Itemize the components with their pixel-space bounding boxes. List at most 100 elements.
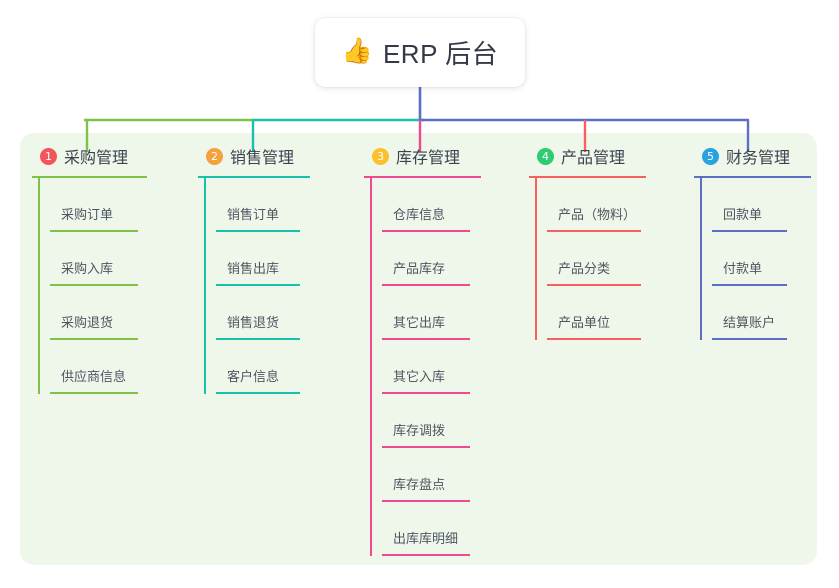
list-item-label: 出库库明细 (393, 531, 459, 546)
column-badge-2: 2 (206, 147, 223, 165)
list-item-label: 采购入库 (61, 261, 114, 276)
list-item-label: 其它入库 (393, 369, 446, 384)
list-item[interactable]: 产品单位 (547, 286, 646, 340)
list-item-rule (50, 284, 138, 286)
list-item[interactable]: 供应商信息 (50, 340, 147, 394)
list-item-rule (547, 230, 641, 232)
column-badge-4: 4 (537, 147, 554, 165)
list-item-label: 采购退货 (61, 315, 114, 330)
column-spine-5 (700, 178, 702, 340)
list-item-rule (712, 284, 787, 286)
list-item-rule (547, 284, 641, 286)
list-item-label: 其它出库 (393, 315, 446, 330)
list-item[interactable]: 仓库信息 (382, 178, 481, 232)
column-header-rule-5 (694, 176, 811, 178)
list-item-rule (382, 338, 470, 340)
column-header-rule-1 (32, 176, 147, 178)
list-item-rule (216, 230, 300, 232)
list-item[interactable]: 其它出库 (382, 286, 481, 340)
list-item-rule (712, 338, 787, 340)
list-item[interactable]: 销售出库 (216, 232, 310, 286)
thumbs-up-icon: 👍 (341, 37, 373, 65)
list-item-label: 结算账户 (723, 315, 776, 330)
column-spine-2 (204, 178, 206, 394)
list-item[interactable]: 库存调拨 (382, 394, 481, 448)
list-item-rule (50, 338, 138, 340)
list-item-label: 付款单 (723, 261, 763, 276)
list-item-label: 产品单位 (558, 315, 611, 330)
item-list-3: 仓库信息产品库存其它出库其它入库库存调拨库存盘点出库库明细 (364, 178, 481, 556)
column-title-3: 库存管理 (396, 150, 461, 167)
list-item-label: 销售订单 (227, 207, 280, 222)
column-2: 2 销售管理销售订单销售出库销售退货客户信息 (198, 145, 310, 394)
list-item[interactable]: 采购订单 (50, 178, 147, 232)
list-item-rule (712, 230, 787, 232)
column-title-1: 采购管理 (64, 150, 129, 167)
list-item-rule (382, 284, 470, 286)
list-item-label: 采购订单 (61, 207, 114, 222)
list-item[interactable]: 销售退货 (216, 286, 310, 340)
list-item-label: 销售出库 (227, 261, 280, 276)
list-item[interactable]: 采购入库 (50, 232, 147, 286)
list-item-rule (216, 284, 300, 286)
list-item-label: 供应商信息 (61, 369, 127, 384)
column-header-rule-4 (529, 176, 646, 178)
list-item-rule (216, 392, 300, 394)
list-item-label: 销售退货 (227, 315, 280, 330)
list-item[interactable]: 产品分类 (547, 232, 646, 286)
list-item-rule (382, 230, 470, 232)
list-item[interactable]: 销售订单 (216, 178, 310, 232)
list-item[interactable]: 库存盘点 (382, 448, 481, 502)
column-header-2[interactable]: 2 销售管理 (198, 145, 310, 167)
column-title-4: 产品管理 (561, 150, 626, 167)
column-header-rule-3 (364, 176, 481, 178)
column-spine-1 (38, 178, 40, 394)
column-badge-3: 3 (372, 147, 389, 165)
page-title: ERP 后台 (382, 39, 499, 69)
list-item[interactable]: 付款单 (712, 232, 811, 286)
list-item[interactable]: 其它入库 (382, 340, 481, 394)
item-list-5: 回款单付款单结算账户 (694, 178, 811, 340)
list-item-rule (382, 500, 470, 502)
column-1: 1 采购管理采购订单采购入库采购退货供应商信息 (32, 145, 147, 394)
column-header-3[interactable]: 3 库存管理 (364, 145, 481, 167)
item-list-2: 销售订单销售出库销售退货客户信息 (198, 178, 310, 394)
column-header-4[interactable]: 4 产品管理 (529, 145, 646, 167)
list-item[interactable]: 客户信息 (216, 340, 310, 394)
list-item[interactable]: 采购退货 (50, 286, 147, 340)
column-3: 3 库存管理仓库信息产品库存其它出库其它入库库存调拨库存盘点出库库明细 (364, 145, 481, 556)
list-item-label: 仓库信息 (393, 207, 446, 222)
list-item-rule (382, 392, 470, 394)
list-item-label: 客户信息 (227, 369, 280, 384)
list-item-rule (50, 230, 138, 232)
list-item-rule (382, 554, 470, 556)
list-item[interactable]: 产品库存 (382, 232, 481, 286)
diagram-panel (20, 133, 817, 565)
column-title-2: 销售管理 (230, 150, 295, 167)
item-list-4: 产品（物料） 产品分类产品单位 (529, 178, 646, 340)
list-item-label: 库存调拨 (393, 423, 446, 438)
list-item-rule (547, 338, 641, 340)
list-item-rule (50, 392, 138, 394)
column-5: 5 财务管理回款单付款单结算账户 (694, 145, 811, 340)
column-4: 4 产品管理产品（物料） 产品分类产品单位 (529, 145, 646, 340)
column-title-5: 财务管理 (726, 150, 791, 167)
column-spine-3 (370, 178, 372, 556)
list-item[interactable]: 结算账户 (712, 286, 811, 340)
list-item-label: 产品库存 (393, 261, 446, 276)
item-list-1: 采购订单采购入库采购退货供应商信息 (32, 178, 147, 394)
column-header-1[interactable]: 1 采购管理 (32, 145, 147, 167)
list-item-label: 库存盘点 (393, 477, 446, 492)
list-item-rule (382, 446, 470, 448)
list-item-rule (216, 338, 300, 340)
list-item-label: 产品（物料） (558, 207, 637, 222)
list-item-label: 产品分类 (558, 261, 611, 276)
column-header-5[interactable]: 5 财务管理 (694, 145, 811, 167)
root-node[interactable]: 👍 ERP 后台 (315, 18, 525, 87)
column-badge-1: 1 (40, 147, 57, 165)
list-item[interactable]: 回款单 (712, 178, 811, 232)
list-item[interactable]: 出库库明细 (382, 502, 481, 556)
list-item[interactable]: 产品（物料） (547, 178, 646, 232)
column-badge-5: 5 (702, 147, 719, 165)
column-spine-4 (535, 178, 537, 340)
